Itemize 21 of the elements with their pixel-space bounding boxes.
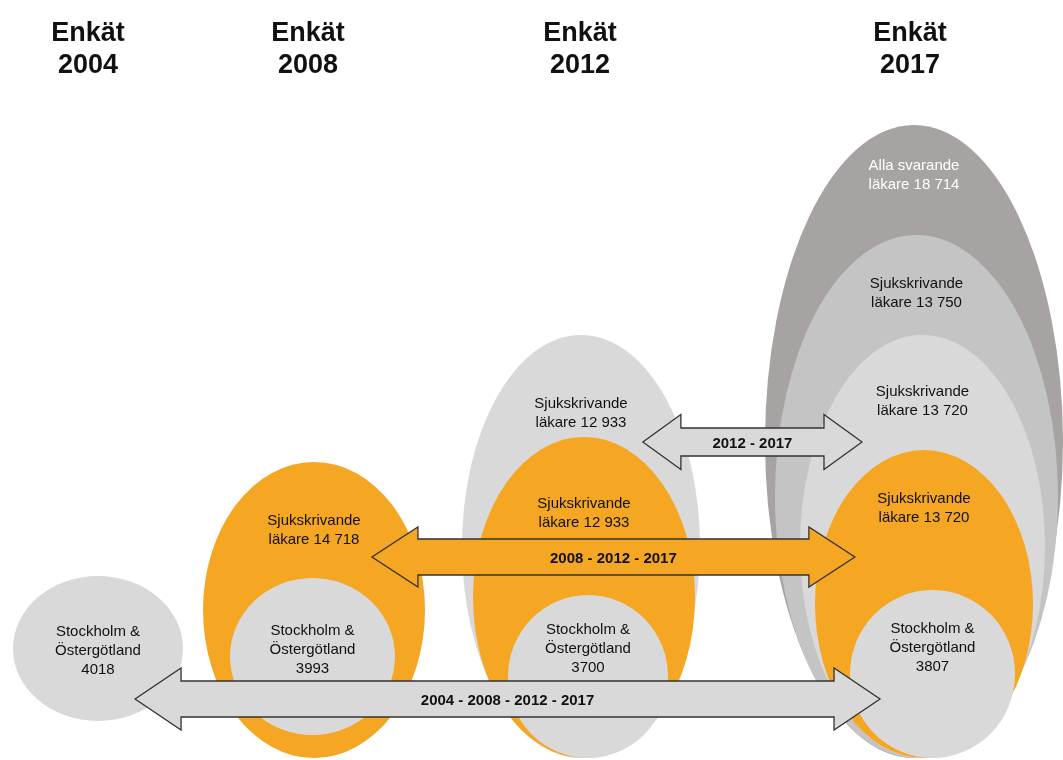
edge-label: 2004 - 2008 - 2012 - 2017 bbox=[420, 690, 595, 708]
survey-heading: Enkät 2017 bbox=[872, 16, 948, 80]
survey-heading: Enkät 2004 bbox=[50, 16, 126, 80]
edge-label: 2008 - 2012 - 2017 bbox=[550, 548, 677, 566]
ellipse-label: Stockholm & Östergötland 4018 bbox=[54, 621, 142, 678]
ellipse-label: Sjukskrivande läkare 13 750 bbox=[868, 273, 965, 311]
ellipse-label: Alla svarande läkare 18 714 bbox=[867, 155, 961, 193]
survey-heading: Enkät 2012 bbox=[542, 16, 618, 80]
survey-heading: Enkät 2008 bbox=[270, 16, 346, 80]
ellipse-label: Sjukskrivande läkare 13 720 bbox=[876, 488, 972, 526]
double-arrow bbox=[370, 525, 857, 589]
edge-label: 2012 - 2017 bbox=[712, 433, 793, 451]
ellipse-label: Sjukskrivande läkare 12 933 bbox=[536, 493, 632, 531]
ellipse-label: Sjukskrivande läkare 12 933 bbox=[533, 393, 629, 431]
ellipse-label: Stockholm & Östergötland 3700 bbox=[544, 619, 632, 676]
ellipse-label: Stockholm & Östergötland 3807 bbox=[888, 618, 977, 675]
double-arrow bbox=[641, 413, 864, 471]
ellipse-label: Stockholm & Östergötland 3993 bbox=[268, 620, 357, 677]
ellipse-label: Sjukskrivande läkare 14 718 bbox=[266, 510, 362, 548]
double-arrow bbox=[133, 666, 882, 732]
ellipse-label: Sjukskrivande läkare 13 720 bbox=[874, 381, 971, 419]
